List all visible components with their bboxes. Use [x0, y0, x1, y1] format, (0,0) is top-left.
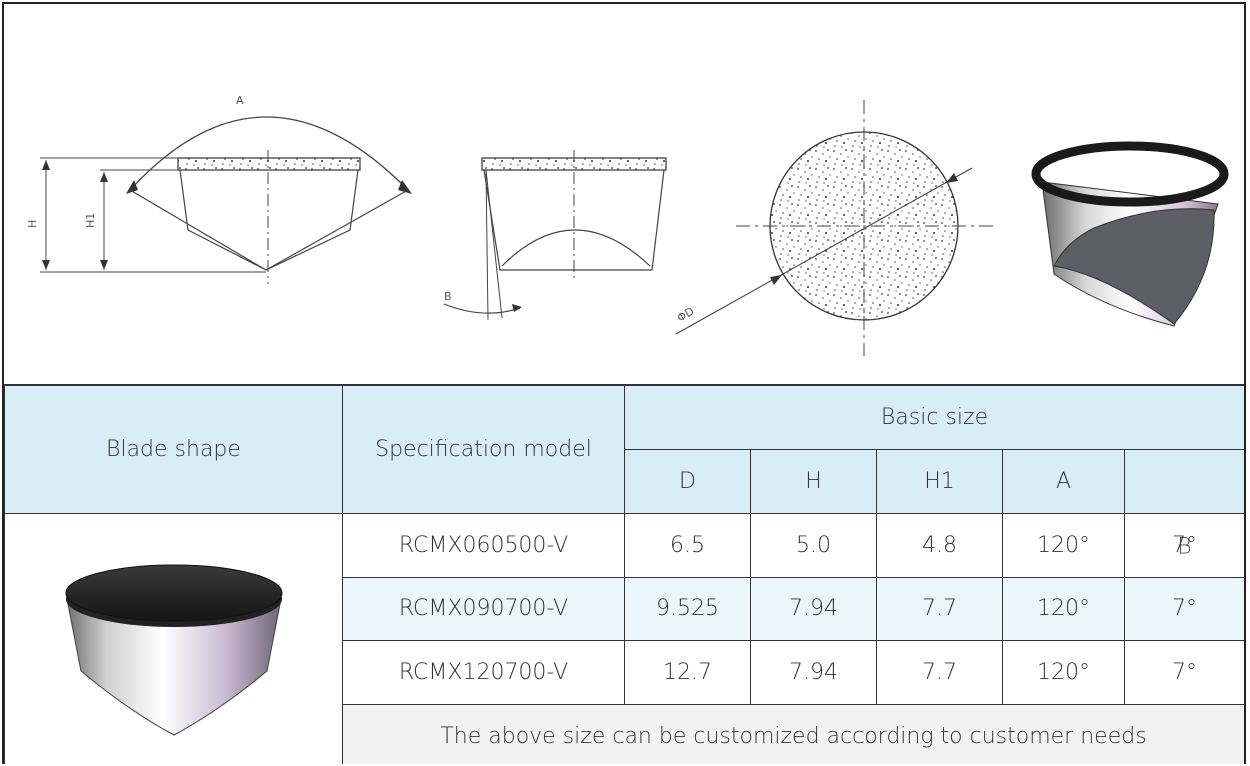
blade-3d-icon	[65, 564, 282, 736]
h1-cell: 7.7	[876, 576, 1003, 641]
d-cell: 12.7	[624, 639, 751, 705]
b-overlay-label: B	[1177, 534, 1192, 560]
h-cell: 5.0	[750, 512, 877, 578]
table-row: RCMX090700-V 9.525 7.94 7.7 120° 7°	[5, 576, 1244, 641]
iso-view-drawing	[1031, 141, 1229, 327]
side-view-drawing: A H H1	[26, 94, 412, 284]
clearance-b-label: B	[444, 290, 452, 303]
diameter-d-label: ΦD	[675, 305, 696, 325]
h1-cell: 7.7	[876, 639, 1003, 705]
blade-shape-image	[4, 512, 343, 764]
model-cell: RCMX090700-V	[342, 576, 625, 641]
a-cell: 120°	[1002, 639, 1125, 705]
angle-a-label: A	[236, 94, 244, 107]
h1-cell: 4.8	[876, 512, 1003, 578]
b-value: 7°	[1172, 532, 1197, 558]
front-view-drawing: B	[443, 150, 667, 321]
b-cell: 7°	[1123, 639, 1244, 705]
column-header-h1: H1	[876, 448, 1003, 514]
b-cell: 7° B	[1123, 512, 1244, 578]
d-cell: 9.525	[624, 576, 751, 641]
column-header-b	[1123, 448, 1244, 514]
column-header-a: A	[1002, 448, 1125, 514]
height-h1-label: H1	[84, 213, 97, 228]
column-header-d: D	[624, 448, 751, 514]
a-cell: 120°	[1002, 512, 1125, 578]
model-cell: RCMX060500-V	[342, 512, 625, 578]
customization-note: The above size can be customized accordi…	[341, 703, 1244, 764]
specification-model-header: Specification model	[342, 384, 625, 514]
basic-size-header: Basic size	[623, 384, 1244, 450]
d-cell: 6.5	[624, 512, 751, 578]
blade-shape-header: Blade shape	[4, 384, 343, 514]
specification-table: Blade shape Specification model Basic si…	[4, 384, 1244, 764]
top-view-drawing: ΦD	[675, 100, 994, 356]
a-cell: 120°	[1002, 576, 1125, 641]
table-row: RCMX060500-V 6.5 5.0 4.8 120° 7° B	[4, 512, 1244, 764]
h-cell: 7.94	[750, 639, 877, 705]
column-header-h: H	[750, 448, 877, 514]
h-cell: 7.94	[750, 576, 877, 641]
height-h-label: H	[26, 220, 39, 228]
technical-drawings: A H H1 B	[4, 4, 1244, 384]
b-cell: 7°	[1123, 576, 1244, 641]
model-cell: RCMX120700-V	[342, 639, 625, 705]
table-row: RCMX120700-V 12.7 7.94 7.7 120° 7°	[5, 639, 1244, 705]
drawing-canvas: A H H1 B	[26, 94, 1229, 356]
